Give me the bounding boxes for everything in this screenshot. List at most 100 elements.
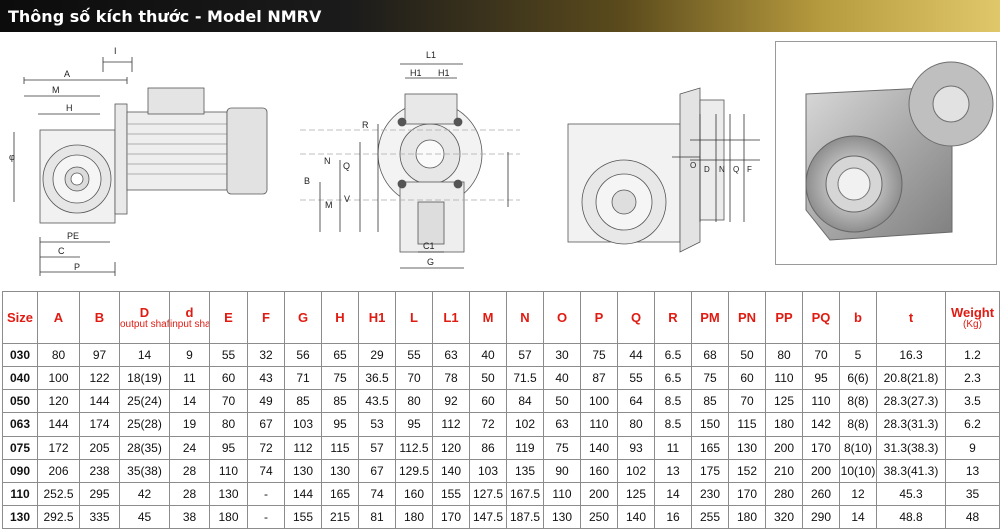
column-header: Size — [2, 291, 38, 344]
column-header-label: t — [908, 310, 914, 325]
column-header: PN — [728, 291, 766, 344]
table-cell: 95 — [321, 412, 359, 437]
dim-label-r: R — [362, 120, 369, 130]
table-cell: 29 — [358, 342, 396, 368]
table-cell: 252.5 — [37, 481, 80, 506]
table-cell: 40 — [543, 366, 581, 391]
table-cell: 50 — [728, 342, 766, 368]
table-cell: 130 — [543, 504, 581, 530]
table-cell: 6.2 — [945, 412, 1000, 437]
table-cell: 6.5 — [654, 342, 692, 368]
size-cell: 130 — [2, 504, 38, 530]
size-cell: 040 — [2, 366, 38, 391]
size-cell: 090 — [2, 458, 38, 483]
column-header: Weight(Kg) — [945, 291, 1000, 344]
column-header-label: L1 — [443, 310, 459, 325]
table-cell: 238 — [79, 458, 120, 483]
table-cell: 80 — [209, 412, 248, 437]
table-cell: 53 — [358, 412, 396, 437]
column-header-label: b — [854, 310, 862, 325]
table-cell: 2.3 — [945, 366, 1000, 391]
table-cell: 115 — [321, 435, 359, 460]
table-cell: 14 — [654, 481, 692, 506]
table-cell: 142 — [802, 412, 840, 437]
dim-label-h1-right: H1 — [438, 68, 450, 78]
table-cell: 68 — [691, 342, 729, 368]
table-cell: 32 — [247, 342, 285, 368]
table-cell: 86 — [469, 435, 507, 460]
table-cell: 320 — [765, 504, 803, 530]
column-header-label: PP — [775, 310, 793, 325]
table-cell: 24 — [169, 435, 210, 460]
table-cell: 120 — [432, 435, 470, 460]
table-cell: 18(19) — [119, 366, 170, 391]
table-cell: 45 — [119, 504, 170, 530]
column-header-label: Size — [6, 310, 33, 325]
table-cell: 75 — [580, 342, 618, 368]
column-header: H — [321, 291, 359, 344]
table-cell: 125 — [765, 389, 803, 414]
table-cell: 71.5 — [506, 366, 544, 391]
table-cell: 140 — [617, 504, 655, 530]
size-cell: 050 — [2, 389, 38, 414]
table-cell: 74 — [358, 481, 396, 506]
table-cell: 127.5 — [469, 481, 507, 506]
table-cell: 16 — [654, 504, 692, 530]
table-cell: 103 — [469, 458, 507, 483]
column-header: P — [580, 291, 618, 344]
table-cell: 80 — [395, 389, 433, 414]
table-cell: 25(24) — [119, 389, 170, 414]
table-cell: 50 — [543, 389, 581, 414]
table-cell: 71 — [284, 366, 322, 391]
table-cell: 215 — [321, 504, 359, 530]
table-cell: 35(38) — [119, 458, 170, 483]
dim-label-n3: N — [719, 165, 725, 174]
table-cell: 260 — [802, 481, 840, 506]
table-cell: 25(28) — [119, 412, 170, 437]
column-header-label: H1 — [368, 310, 386, 325]
table-cell: 50 — [469, 366, 507, 391]
table-cell: 6(6) — [839, 366, 877, 391]
table-cell: 12 — [839, 481, 877, 506]
table-cell: 85 — [321, 389, 359, 414]
table-cell: 28.3(27.3) — [876, 389, 946, 414]
table-cell: 48.8 — [876, 504, 946, 530]
table-cell: 112 — [284, 435, 322, 460]
table-cell: 130 — [321, 458, 359, 483]
dim-label-m: M — [52, 85, 60, 95]
table-cell: 84 — [506, 389, 544, 414]
table-cell: 165 — [691, 435, 729, 460]
table-cell: 200 — [580, 481, 618, 506]
technical-drawings: A I M H φ PE C P L1 H1 H1 — [0, 32, 1000, 290]
table-cell: 170 — [728, 481, 766, 506]
column-header-label: d — [185, 304, 194, 320]
dim-label-i: I — [114, 46, 117, 56]
table-cell: 280 — [765, 481, 803, 506]
table-cell: 85 — [284, 389, 322, 414]
dim-label-c: C — [58, 246, 65, 256]
table-cell: 6.5 — [654, 366, 692, 391]
table-cell: 57 — [358, 435, 396, 460]
column-header: Q — [617, 291, 655, 344]
column-header-label: D — [139, 304, 150, 320]
table-cell: 60 — [209, 366, 248, 391]
column-header-label: R — [668, 310, 678, 325]
table-cell: 80 — [37, 342, 80, 368]
table-cell: 102 — [617, 458, 655, 483]
table-cell: 5 — [839, 342, 877, 368]
column-header: L — [395, 291, 433, 344]
table-cell: 122 — [79, 366, 120, 391]
column-header: PQ — [802, 291, 840, 344]
table-cell: 180 — [728, 504, 766, 530]
table-cell: 100 — [580, 389, 618, 414]
size-cell: 075 — [2, 435, 38, 460]
table-cell: 35 — [945, 481, 1000, 506]
table-cell: 119 — [506, 435, 544, 460]
table-cell: 172 — [37, 435, 80, 460]
